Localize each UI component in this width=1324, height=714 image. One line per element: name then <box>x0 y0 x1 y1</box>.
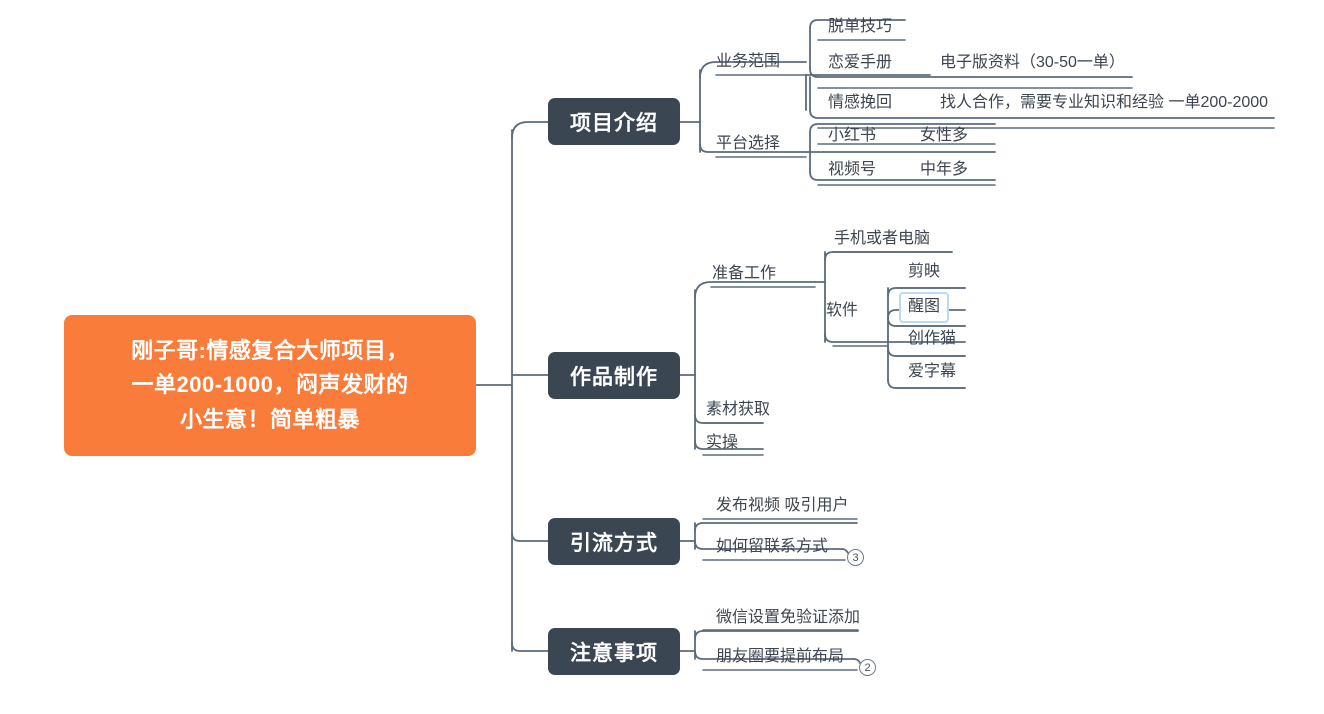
leaf-preparation[interactable]: 准备工作 <box>712 265 777 282</box>
collapsed-count-badge-notes[interactable]: 2 <box>859 659 876 676</box>
branch-label: 项目介绍 <box>570 111 658 135</box>
leaf-software[interactable]: 软件 <box>826 302 859 319</box>
leaf-material-acquisition[interactable]: 素材获取 <box>706 401 771 418</box>
branch-node-work-production[interactable]: 作品制作 <box>548 352 680 399</box>
leaf-wechat-no-verify[interactable]: 微信设置免验证添加 <box>716 609 861 626</box>
branch-label: 作品制作 <box>570 365 658 389</box>
root-node-label: 刚子哥:情感复合大师项目， 一单200-1000，闷声发财的 小生意！简单粗暴 <box>131 338 409 432</box>
branch-node-notes[interactable]: 注意事项 <box>548 628 680 675</box>
branch-node-traffic-method[interactable]: 引流方式 <box>548 518 680 565</box>
leaf-emotion-recovery[interactable]: 情感挽回 <box>828 94 893 111</box>
leaf-video-account[interactable]: 视频号 <box>828 161 877 178</box>
leaf-xiaohongshu-note[interactable]: 女性多 <box>920 127 969 144</box>
branch-node-project-intro[interactable]: 项目介绍 <box>548 98 680 145</box>
leaf-moments-layout[interactable]: 朋友圈要提前布局 <box>716 648 845 665</box>
leaf-business-scope[interactable]: 业务范围 <box>716 53 781 70</box>
leaf-publish-video-attract-users[interactable]: 发布视频 吸引用户 <box>716 497 849 514</box>
leaf-emotion-recovery-note[interactable]: 找人合作，需要专业知识和经验 一单200-2000 <box>940 94 1269 111</box>
leaf-platform-choice[interactable]: 平台选择 <box>716 135 781 152</box>
branch-label: 引流方式 <box>570 531 658 555</box>
leaf-how-to-leave-contact[interactable]: 如何留联系方式 <box>716 538 829 555</box>
leaf-single-tips[interactable]: 脱单技巧 <box>828 18 893 35</box>
leaf-practice[interactable]: 实操 <box>706 434 739 451</box>
leaf-xingtu-selected[interactable]: 醒图 <box>899 292 950 324</box>
collapsed-count-badge-traffic[interactable]: 3 <box>847 549 864 566</box>
leaf-aizimu[interactable]: 爱字幕 <box>908 363 957 380</box>
root-node[interactable]: 刚子哥:情感复合大师项目， 一单200-1000，闷声发财的 小生意！简单粗暴 <box>64 315 476 456</box>
leaf-love-handbook-note[interactable]: 电子版资料（30-50一单） <box>940 54 1125 71</box>
leaf-jianying[interactable]: 剪映 <box>908 263 941 280</box>
leaf-video-account-note[interactable]: 中年多 <box>920 161 969 178</box>
leaf-chuangzuomao[interactable]: 创作猫 <box>908 330 957 347</box>
leaf-xiaohongshu[interactable]: 小红书 <box>828 127 877 144</box>
leaf-love-handbook[interactable]: 恋爱手册 <box>828 54 893 71</box>
leaf-phone-or-computer[interactable]: 手机或者电脑 <box>834 230 931 247</box>
branch-label: 注意事项 <box>570 641 658 665</box>
